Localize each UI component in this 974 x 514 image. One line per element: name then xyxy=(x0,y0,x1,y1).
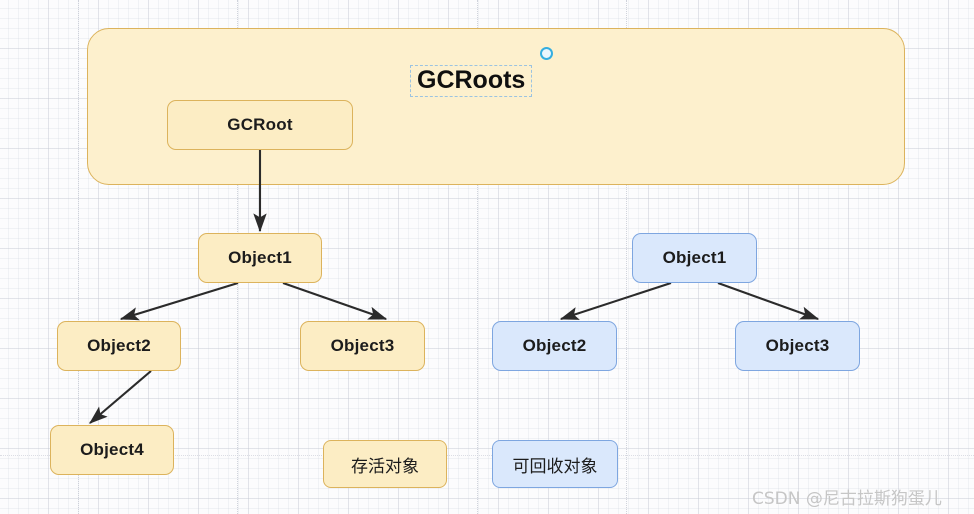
legend-surviving-object[interactable]: 存活对象 xyxy=(323,440,447,488)
page-title[interactable]: GCRoots xyxy=(410,65,533,98)
node-left-object1[interactable]: Object1 xyxy=(198,233,322,283)
node-left-object4[interactable]: Object4 xyxy=(50,425,174,475)
guide-vertical xyxy=(477,0,478,514)
edge-left-object1-to-left-object2[interactable] xyxy=(119,281,239,321)
legend-recyclable-object[interactable]: 可回收对象 xyxy=(492,440,618,488)
node-gcroot[interactable]: GCRoot xyxy=(167,100,353,150)
guide-vertical xyxy=(78,0,79,514)
edge-left-object2-to-left-object4[interactable] xyxy=(89,370,152,424)
watermark: CSDN @尼古拉斯狗蛋儿 xyxy=(752,489,942,509)
rotate-handle-icon[interactable] xyxy=(540,47,553,60)
edge-right-object1-to-right-object3[interactable] xyxy=(717,282,820,320)
edge-left-object1-to-left-object3[interactable] xyxy=(282,282,388,320)
guide-vertical xyxy=(626,0,627,514)
node-right-object1[interactable]: Object1 xyxy=(632,233,757,283)
edge-right-object1-to-right-object2[interactable] xyxy=(559,282,672,320)
node-left-object3[interactable]: Object3 xyxy=(300,321,425,371)
node-right-object2[interactable]: Object2 xyxy=(492,321,617,371)
guide-horizontal xyxy=(0,455,974,456)
node-left-object2[interactable]: Object2 xyxy=(57,321,181,371)
node-right-object3[interactable]: Object3 xyxy=(735,321,860,371)
